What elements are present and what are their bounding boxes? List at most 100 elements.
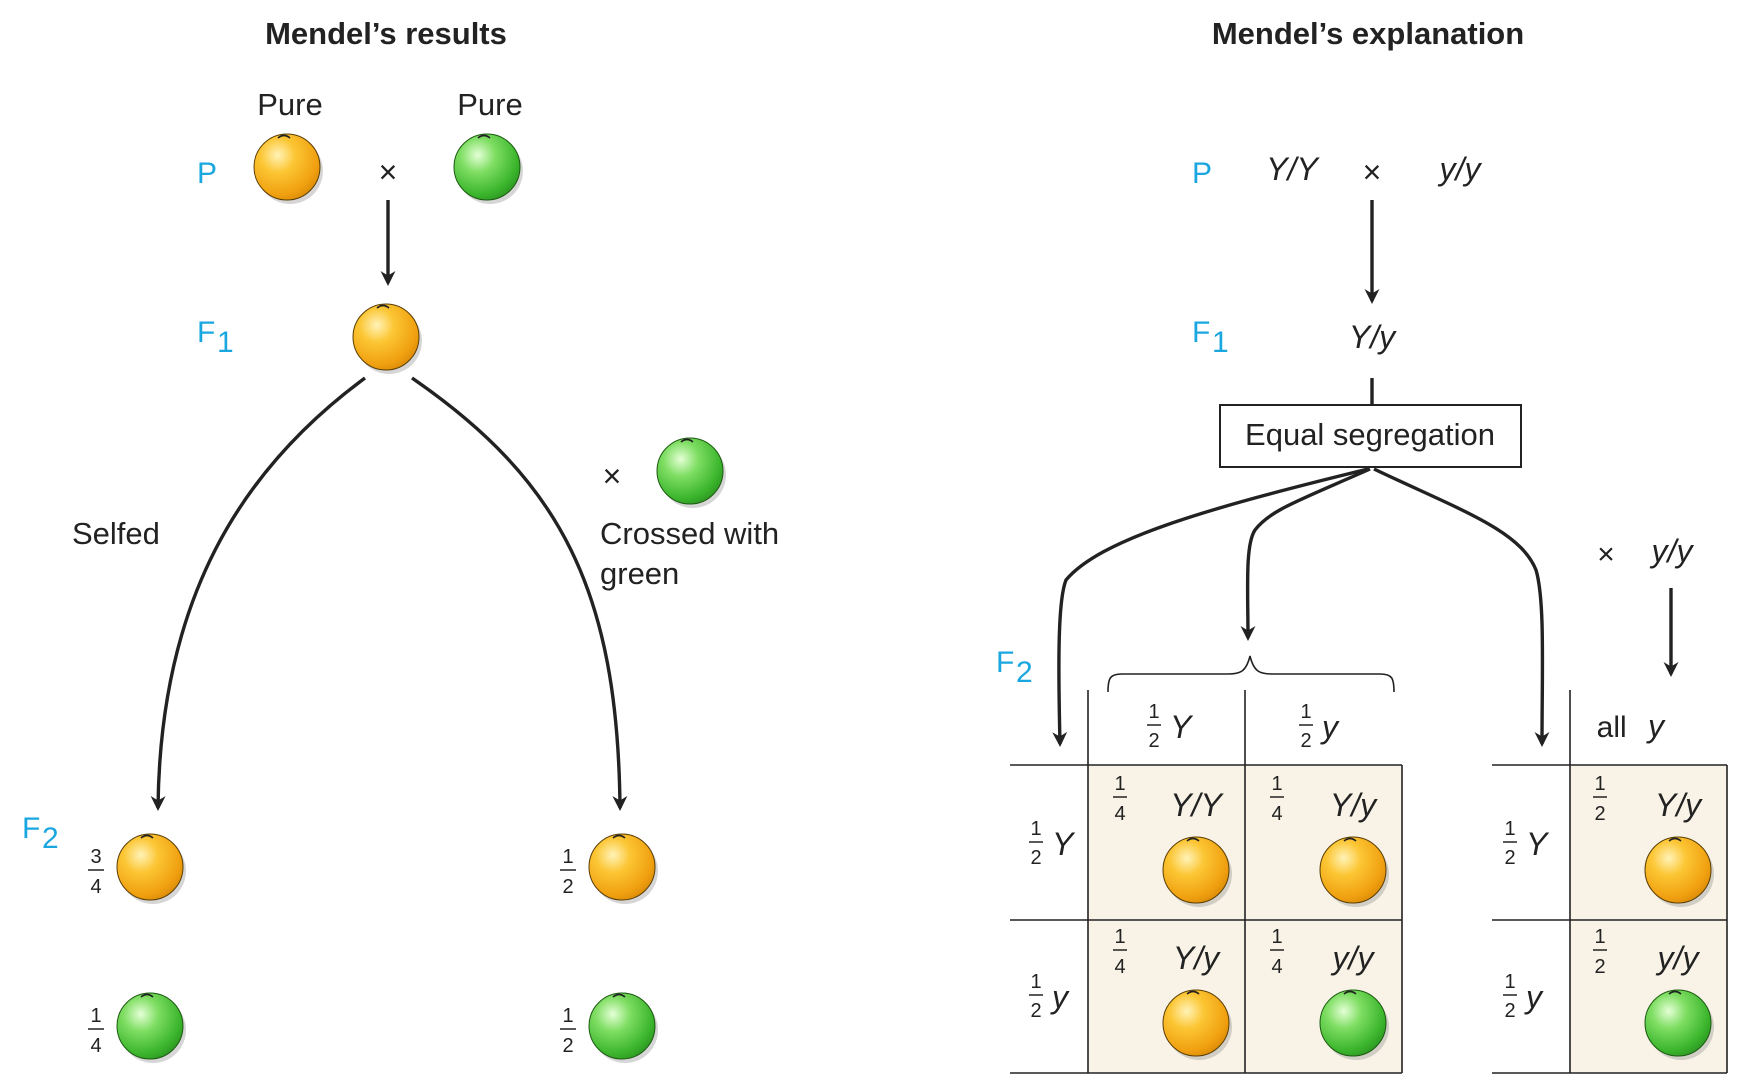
svg-text:F: F xyxy=(996,646,1014,679)
testcross-parent: y/y xyxy=(1650,533,1695,569)
parent-genotype-2: y/y xyxy=(1438,151,1483,187)
selfed-label: Selfed xyxy=(72,516,160,551)
cross-symbol-testcross: × xyxy=(603,458,622,494)
right-gen-p: P xyxy=(1192,157,1212,190)
pea-green-f2-crossed xyxy=(588,992,658,1063)
fraction-selfed-green: 1 4 xyxy=(88,1005,104,1057)
svg-text:2: 2 xyxy=(1030,1000,1041,1022)
svg-text:4: 4 xyxy=(1271,956,1282,978)
fraction-crossed-yellow: 1 2 xyxy=(560,846,576,898)
svg-text:2: 2 xyxy=(1148,730,1159,752)
svg-text:4: 4 xyxy=(1114,956,1125,978)
cross-symbol: × xyxy=(379,154,398,190)
punnett-cell-Yy-1: 1 4 Y/y xyxy=(1270,773,1389,907)
svg-text:y: y xyxy=(1646,708,1666,744)
pea-yellow-testcross xyxy=(1644,836,1714,907)
left-gen-f2: F 2 xyxy=(22,812,59,855)
svg-text:1: 1 xyxy=(1504,971,1515,993)
svg-text:4: 4 xyxy=(1271,803,1282,825)
svg-text:4: 4 xyxy=(1114,803,1125,825)
punnett-cell-Yy-2: 1 4 Y/y xyxy=(1113,926,1232,1060)
svg-text:1: 1 xyxy=(1114,773,1125,795)
svg-text:y: y xyxy=(1320,709,1340,745)
testcross-row-header-Y: 1 2 Y xyxy=(1503,818,1550,869)
svg-text:1: 1 xyxy=(562,1005,573,1027)
svg-text:y/y: y/y xyxy=(1331,940,1376,976)
svg-text:2: 2 xyxy=(1504,1000,1515,1022)
right-cross-symbol: × xyxy=(1363,154,1382,190)
svg-text:all: all xyxy=(1597,711,1635,744)
pea-yellow-YY xyxy=(1162,836,1232,907)
svg-text:1: 1 xyxy=(1271,773,1282,795)
arrow-to-punnett xyxy=(1052,467,1369,747)
pea-yellow-pure xyxy=(253,133,323,204)
svg-text:2: 2 xyxy=(1504,847,1515,869)
svg-text:Y/Y: Y/Y xyxy=(1170,787,1224,823)
svg-text:2: 2 xyxy=(1300,730,1311,752)
pea-green-testcross xyxy=(1644,989,1714,1060)
pea-yellow-Yy-1 xyxy=(1319,836,1389,907)
segregation-box xyxy=(1219,404,1522,468)
left-panel: Mendel’s results Pure Pure P F 1 F 2 × xyxy=(22,16,779,1063)
col-header-y: 1 2 y xyxy=(1299,701,1340,752)
right-gen-f2: F 2 xyxy=(996,646,1033,689)
svg-text:4: 4 xyxy=(90,1035,101,1057)
pea-green-tester xyxy=(656,437,726,508)
svg-text:1: 1 xyxy=(1594,926,1605,948)
gamete-brace xyxy=(1107,655,1395,693)
svg-text:y: y xyxy=(1524,979,1544,1015)
svg-text:1: 1 xyxy=(1148,701,1159,723)
svg-text:F: F xyxy=(1192,316,1210,349)
svg-text:2: 2 xyxy=(1030,847,1041,869)
svg-text:2: 2 xyxy=(42,822,59,855)
row-header-Y: 1 2 Y xyxy=(1029,818,1076,869)
svg-text:2: 2 xyxy=(562,876,573,898)
svg-text:2: 2 xyxy=(562,1035,573,1057)
row-header-y: 1 2 y xyxy=(1029,971,1070,1022)
pea-yellow-Yy-2 xyxy=(1162,989,1232,1060)
svg-text:Y/y: Y/y xyxy=(1330,787,1378,823)
pea-green-yy xyxy=(1319,989,1389,1060)
right-panel: Mendel’s explanation P Y/Y × y/y F 1 Y/y… xyxy=(996,16,1728,1074)
f1-genotype: Y/y xyxy=(1349,319,1397,355)
svg-text:1: 1 xyxy=(1030,971,1041,993)
pure-label-yellow: Pure xyxy=(257,87,322,122)
svg-text:1: 1 xyxy=(1271,926,1282,948)
svg-text:1: 1 xyxy=(1114,926,1125,948)
arrow-to-testcross xyxy=(1373,467,1550,747)
parent-genotype-1: Y/Y xyxy=(1266,151,1320,187)
svg-text:1: 1 xyxy=(1594,773,1605,795)
arrow-crossed xyxy=(411,376,628,811)
left-gen-f1: F 1 xyxy=(197,316,234,359)
svg-text:2: 2 xyxy=(1016,656,1033,689)
svg-text:Y: Y xyxy=(1170,709,1194,745)
svg-text:1: 1 xyxy=(1504,818,1515,840)
testcross-cell-yy: 1 2 y/y xyxy=(1593,926,1714,1060)
pea-yellow-f1 xyxy=(352,303,422,374)
testcross-cell-Yy: 1 2 Y/y xyxy=(1593,773,1714,907)
punnett-square: 1 2 Y 1 2 y 1 2 Y 1 2 y xyxy=(1010,690,1403,1074)
fraction-selfed-yellow: 3 4 xyxy=(88,846,104,898)
left-title: Mendel’s results xyxy=(265,16,507,51)
crossed-label-line1: Crossed with xyxy=(600,516,779,551)
svg-text:1: 1 xyxy=(217,326,234,359)
pea-green-f2-selfed xyxy=(116,992,186,1063)
segregation-label: Equal segregation xyxy=(1245,417,1495,452)
pea-yellow-f2-selfed xyxy=(116,833,186,904)
svg-text:2: 2 xyxy=(1594,803,1605,825)
svg-text:1: 1 xyxy=(562,846,573,868)
pea-yellow-f2-crossed xyxy=(588,833,658,904)
svg-text:Y/y: Y/y xyxy=(1655,787,1703,823)
svg-text:1: 1 xyxy=(1300,701,1311,723)
pea-green-pure xyxy=(453,133,523,204)
svg-text:F: F xyxy=(197,316,215,349)
svg-text:1: 1 xyxy=(90,1005,101,1027)
svg-text:3: 3 xyxy=(90,846,101,868)
testcross-col-header: all y xyxy=(1597,708,1666,744)
arrow-selfed xyxy=(150,376,367,811)
svg-text:Y/y: Y/y xyxy=(1173,940,1221,976)
svg-text:Y: Y xyxy=(1526,826,1550,862)
testcross-symbol: × xyxy=(1597,538,1615,571)
testcross-row-header-y: 1 2 y xyxy=(1503,971,1544,1022)
